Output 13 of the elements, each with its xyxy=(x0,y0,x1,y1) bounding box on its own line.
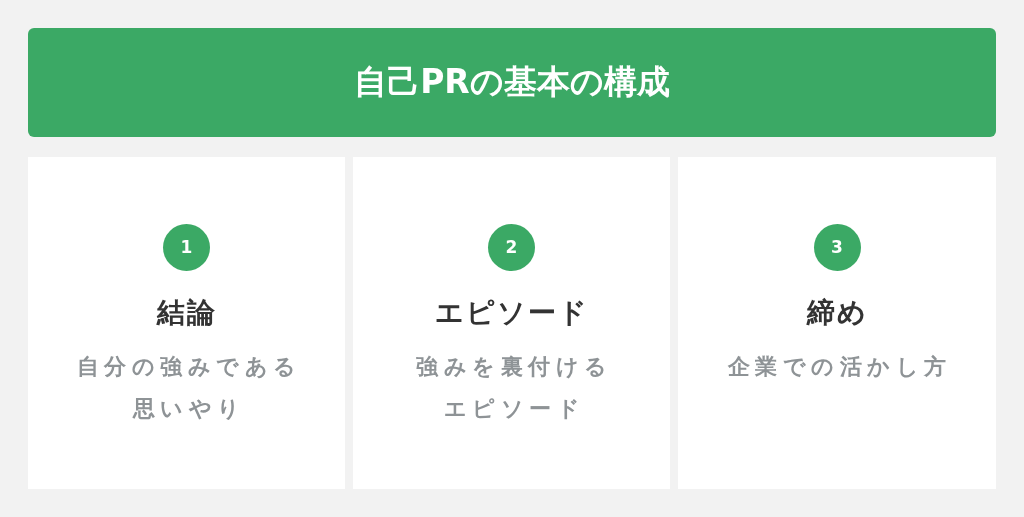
number-circle: 2 xyxy=(488,223,535,271)
step-heading: エピソード xyxy=(433,295,590,331)
title-banner: 自己PRの基本の構成 xyxy=(28,28,996,137)
step-card xyxy=(28,157,345,489)
number-circle: 3 xyxy=(813,223,861,271)
number-circle: 1 xyxy=(163,223,210,271)
step-heading: 結論 xyxy=(155,295,218,331)
step-heading: 締め xyxy=(805,295,869,331)
step-description: 自分の強みである思いやり xyxy=(75,353,303,423)
step-card xyxy=(353,157,670,489)
step-card xyxy=(678,157,996,489)
step-description: 強みを裏付けるエピソード xyxy=(415,353,614,423)
step-description: 企業での活かし方 xyxy=(726,353,953,381)
